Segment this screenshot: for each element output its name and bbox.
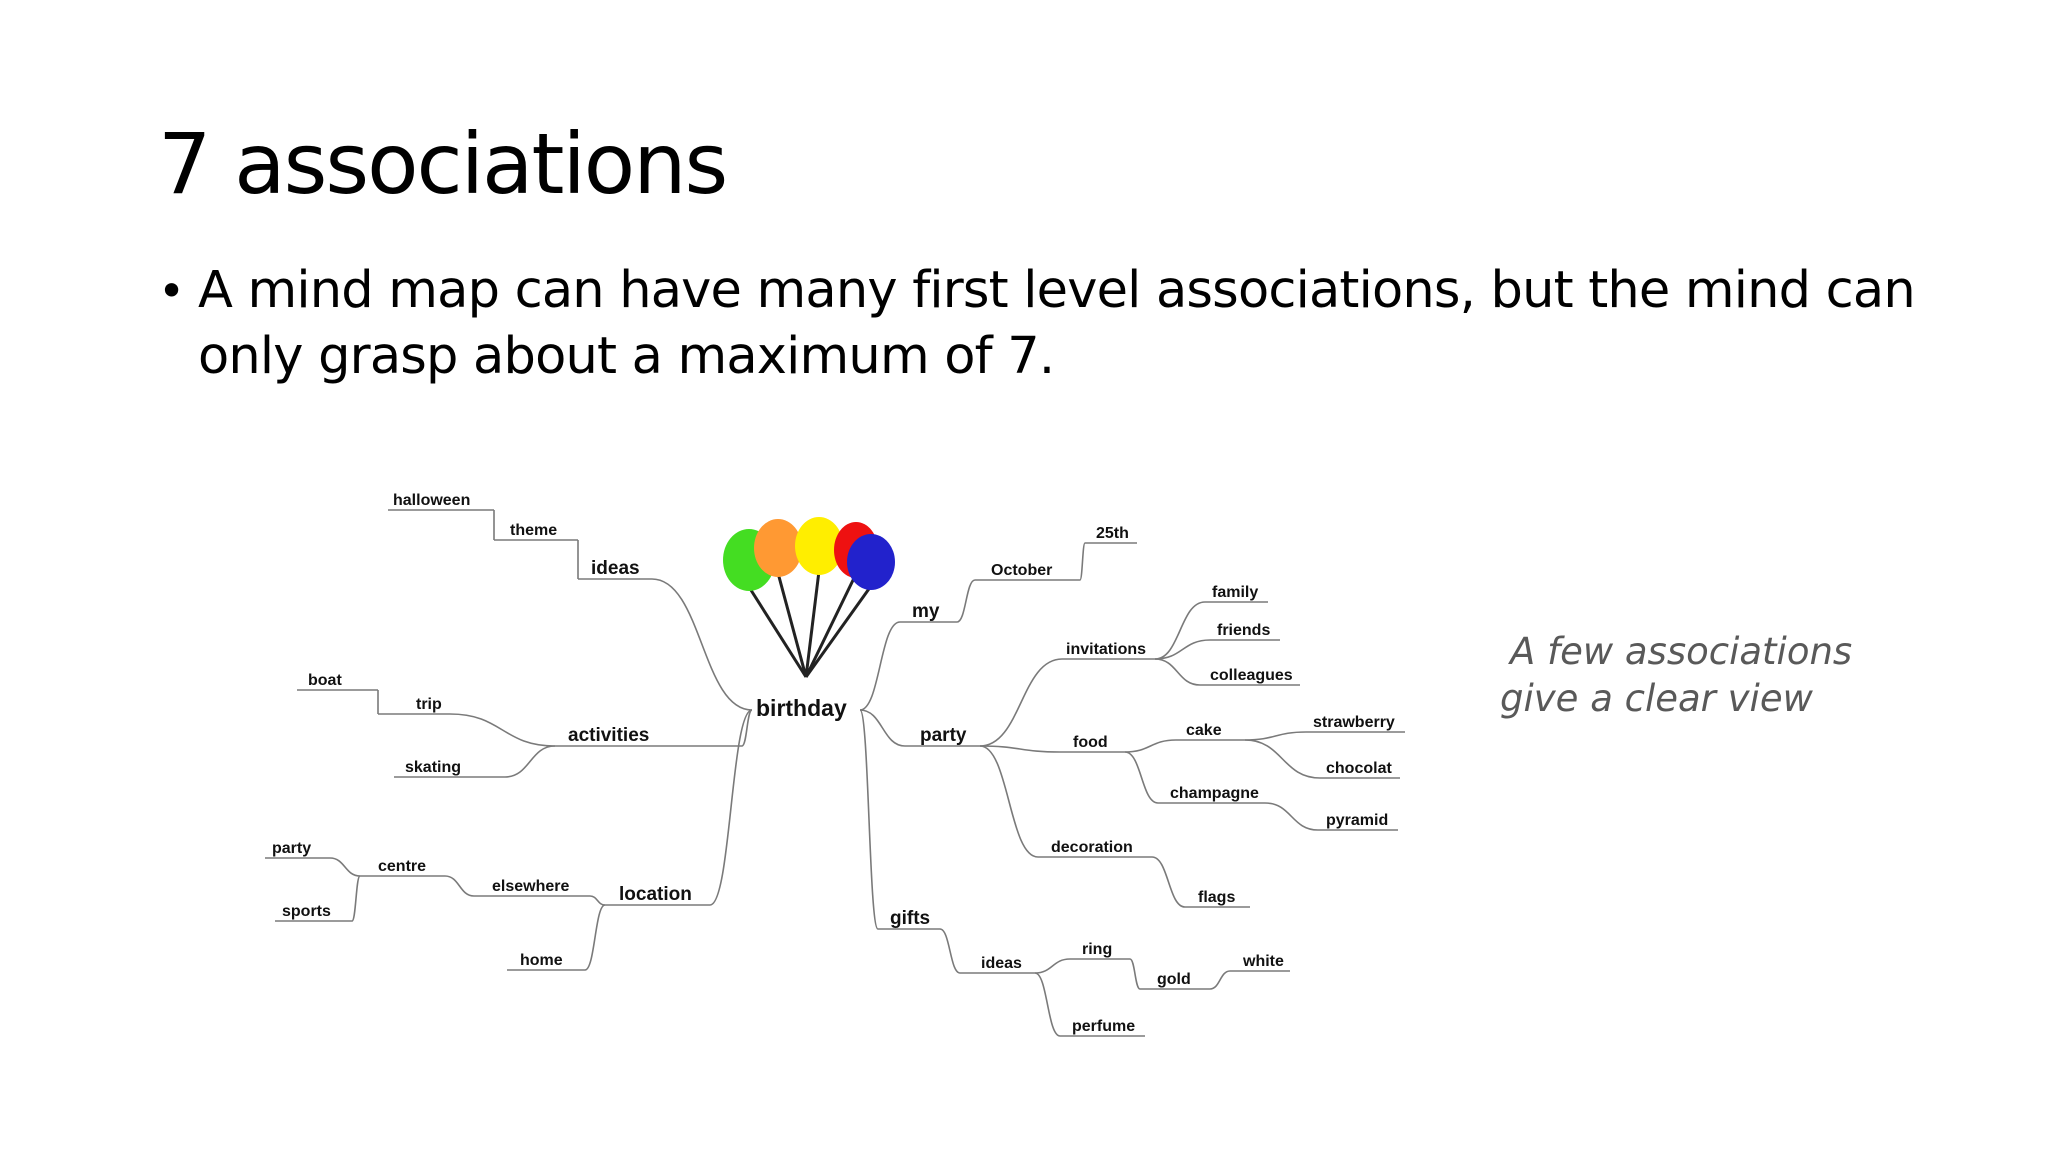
link-ideas_g-ring (1034, 958, 1071, 974)
node-birthday: birthday (756, 695, 847, 721)
link-activities-skating (504, 745, 556, 778)
mind-map-labels: birthday ideas theme halloween activities tri… (272, 492, 1395, 1035)
link-birthday-gifts (859, 709, 879, 930)
node-invitations: invitations (1066, 641, 1146, 658)
link-location-elsewhere (589, 895, 606, 906)
node-elsewhere: elsewhere (492, 878, 569, 895)
bullet-point: • A mind map can have many first level a… (158, 258, 1918, 390)
link-my-october (956, 579, 976, 623)
node-activities: activities (568, 725, 649, 746)
node-home: home (520, 952, 563, 969)
slide-title: 7 associations (158, 115, 728, 213)
node-ideas: ideas (591, 558, 640, 579)
node-family: family (1212, 584, 1258, 601)
node-party_l: party (272, 840, 311, 857)
link-activities-trip (449, 713, 556, 747)
node-d25th: 25th (1096, 525, 1129, 542)
node-boat: boat (308, 672, 342, 689)
link-gold-white (1209, 970, 1231, 990)
link-birthday-ideas (651, 578, 753, 711)
link-birthday-party (859, 709, 906, 747)
mind-map-links (265, 509, 1405, 1037)
node-champagne: champagne (1170, 785, 1259, 802)
caption-note: A few associations give a clear view (1500, 628, 1920, 722)
node-chocolat: chocolat (1326, 760, 1392, 777)
link-centre-party_l (329, 857, 361, 877)
node-colleagues: colleagues (1210, 667, 1293, 684)
node-flags: flags (1198, 889, 1235, 906)
node-cake: cake (1186, 722, 1222, 739)
node-ideas_g: ideas (981, 955, 1022, 972)
node-theme: theme (510, 522, 557, 539)
caption-line-2: give a clear view (1500, 677, 1813, 720)
link-party-decoration (979, 745, 1039, 858)
node-trip: trip (416, 696, 442, 713)
caption-line-1: A few associations (1510, 630, 1853, 673)
balloon-5 (847, 534, 895, 590)
node-halloween: halloween (393, 492, 470, 509)
balloons-icon (723, 517, 895, 678)
balloon-string (804, 585, 873, 678)
link-invitations-friends (1154, 639, 1211, 660)
balloon-string (804, 570, 821, 678)
node-my: my (912, 601, 940, 622)
link-centre-sports (351, 875, 361, 922)
link-october-d25th (1079, 542, 1086, 581)
node-white: white (1242, 953, 1284, 970)
link-invitations-family (1154, 601, 1206, 660)
link-party-invitations (979, 658, 1063, 747)
node-food: food (1073, 734, 1108, 751)
link-food-champagne (1124, 751, 1159, 804)
node-decoration: decoration (1051, 839, 1133, 856)
node-centre: centre (378, 858, 426, 875)
balloon-string (776, 572, 808, 678)
node-location: location (619, 884, 692, 905)
node-strawberry: strawberry (1313, 714, 1395, 731)
link-invitations-colleagues (1154, 658, 1201, 686)
link-elsewhere-centre (444, 875, 475, 897)
balloon-2 (754, 519, 802, 577)
node-gold: gold (1157, 971, 1191, 988)
node-perfume: perfume (1072, 1018, 1135, 1035)
link-gifts-ideas_g (939, 928, 961, 974)
balloon-string (747, 586, 808, 678)
balloon-string (804, 573, 858, 678)
link-party-food (979, 745, 1061, 753)
link-champagne-pyramid (1264, 802, 1319, 831)
link-ring-gold (1129, 958, 1141, 990)
balloon-3 (795, 517, 843, 575)
link-ideas_g-perfume (1034, 972, 1061, 1037)
bullet-dot-icon: • (158, 264, 186, 318)
link-birthday-my (859, 621, 901, 711)
node-ring: ring (1082, 941, 1112, 958)
node-gifts: gifts (890, 908, 930, 929)
link-food-cake (1124, 739, 1177, 753)
node-sports: sports (282, 903, 331, 920)
node-friends: friends (1217, 622, 1270, 639)
node-skating: skating (405, 759, 461, 776)
link-location-home (584, 904, 606, 971)
link-cake-strawberry (1244, 731, 1307, 741)
node-pyramid: pyramid (1326, 812, 1388, 829)
node-party: party (920, 725, 967, 746)
link-birthday-location (709, 709, 753, 906)
link-cake-chocolat (1244, 739, 1321, 779)
bullet-text: A mind map can have many first level ass… (198, 261, 1916, 386)
node-october: October (991, 562, 1052, 579)
link-decoration-flags (1151, 856, 1186, 908)
